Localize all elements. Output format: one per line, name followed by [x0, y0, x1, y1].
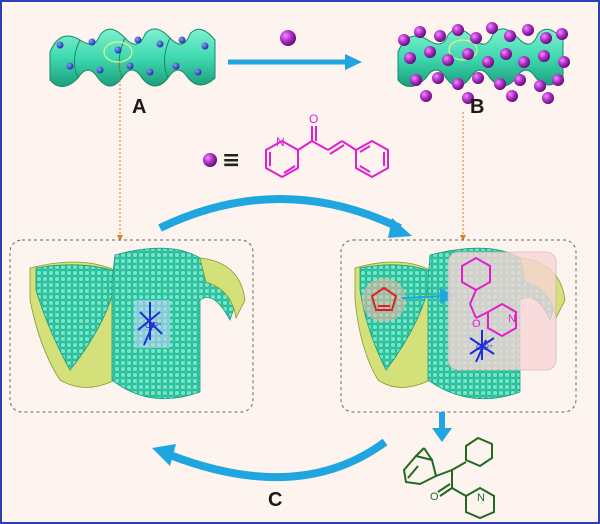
left-complex-box [9, 239, 254, 413]
purple-sphere-reagent-top [280, 30, 296, 46]
curved-arrow-bottom-head [152, 444, 176, 466]
right-cu-label: Cu²⁺ [476, 343, 493, 352]
left-cu-label: Cu²⁺ [145, 321, 162, 330]
right-n-label: N [508, 313, 516, 325]
reagent-o-label: O [309, 112, 318, 126]
purple-sphere-legend [203, 153, 217, 167]
label-c: C [268, 489, 282, 511]
right-o-label: O [472, 318, 481, 330]
cyclopentadiene-structure [370, 286, 398, 311]
highlight-circle-a [103, 41, 133, 63]
down-arrow-product-head [432, 428, 452, 442]
left-copper-ligands [137, 302, 163, 346]
curved-arrow-top [158, 195, 402, 232]
reagent-n-label: N [276, 135, 285, 149]
product-structure [402, 436, 495, 520]
highlight-circle-b [448, 39, 478, 61]
curved-arrow-top-head [388, 218, 412, 238]
purple-spheres-b [398, 22, 570, 104]
reagent-structure [265, 126, 389, 179]
right-reagent-structure [461, 256, 517, 338]
diene-approach-arrow [401, 288, 456, 305]
substrate-complex-panel [447, 251, 557, 371]
equivalence-symbol: ≡ [222, 148, 240, 173]
cyclopentadiene-highlight [362, 278, 406, 322]
blue-dots-a [56, 36, 209, 76]
label-b: B [470, 96, 484, 118]
helix-a [49, 28, 216, 87]
arrow-a-to-b [228, 54, 362, 70]
product-n-label: N [477, 492, 485, 504]
left-helix-surface: Cu²⁺ [29, 247, 246, 400]
product-o-label: O [430, 491, 439, 503]
label-a: A [132, 96, 146, 118]
right-copper-ligands [469, 330, 495, 363]
curved-arrow-bottom [168, 438, 388, 482]
helix-b [397, 22, 570, 104]
